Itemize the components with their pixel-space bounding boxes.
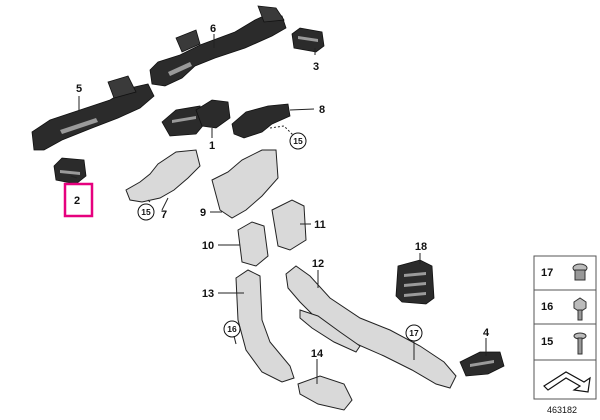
- part-5-air-duct[interactable]: [31, 75, 155, 151]
- callout-3: 3: [313, 61, 319, 73]
- svg-text:17: 17: [409, 328, 419, 338]
- callout-labels: 6 3 5 1 8 2 7 9 11 10 12 13 14 4 18: [74, 23, 490, 360]
- callout-9: 9: [200, 207, 206, 219]
- callout-12: 12: [312, 258, 324, 270]
- circled-callout-15-left: 15: [137, 203, 155, 221]
- legend-row-15: 15: [541, 332, 587, 355]
- svg-text:15: 15: [541, 336, 553, 348]
- callout-18: 18: [415, 241, 427, 253]
- clip-nut-icon: [572, 263, 588, 281]
- document-id: 463182: [547, 405, 577, 415]
- part-9-bracket[interactable]: [211, 149, 279, 219]
- part-14-panel[interactable]: [297, 375, 353, 411]
- callout-2: 2: [74, 195, 80, 207]
- part-8-connector[interactable]: [231, 103, 291, 139]
- circled-callout-16: 16: [223, 320, 241, 338]
- circled-callout-15-top: 15: [289, 132, 307, 150]
- part-7-curved-duct: [125, 149, 201, 203]
- svg-text:16: 16: [541, 301, 553, 313]
- part-2-vent[interactable]: [53, 157, 87, 185]
- callout-10: 10: [202, 240, 214, 252]
- part-10-duct-piece[interactable]: [237, 221, 269, 267]
- part-6-air-duct[interactable]: [149, 5, 287, 87]
- callout-4: 4: [483, 327, 490, 339]
- bracket-arrow-icon: [543, 371, 591, 393]
- svg-text:17: 17: [541, 267, 553, 279]
- part-1-center-vents[interactable]: [161, 99, 231, 137]
- circled-callout-17: 17: [405, 324, 423, 342]
- part-13-vertical-duct[interactable]: [235, 269, 295, 383]
- tapping-screw-icon: [573, 332, 587, 355]
- svg-text:15: 15: [293, 136, 303, 146]
- callout-1: 1: [209, 140, 215, 152]
- fastener-legend: 17 16 15: [533, 255, 597, 400]
- svg-text:16: 16: [227, 324, 237, 334]
- legend-row-17: 17: [541, 263, 588, 281]
- svg-text:15: 15: [141, 207, 151, 217]
- callout-5: 5: [76, 83, 82, 95]
- highlight-box-part-2: [63, 182, 94, 218]
- legend-row-16: 16: [541, 297, 587, 321]
- part-11-duct-piece[interactable]: [271, 199, 307, 251]
- leader-lines: [70, 34, 487, 384]
- callout-8: 8: [319, 104, 325, 116]
- part-3-vent[interactable]: [291, 27, 325, 53]
- callout-13: 13: [202, 288, 214, 300]
- callout-6: 6: [210, 23, 216, 35]
- circled-callouts: 15 15 16 17: [137, 132, 423, 342]
- callout-7: 7: [161, 209, 167, 221]
- callout-14: 14: [311, 348, 324, 360]
- hex-screw-icon: [573, 297, 587, 321]
- callout-11: 11: [314, 219, 326, 231]
- part-18-grille[interactable]: [395, 259, 435, 305]
- part-4-vent[interactable]: [459, 351, 505, 377]
